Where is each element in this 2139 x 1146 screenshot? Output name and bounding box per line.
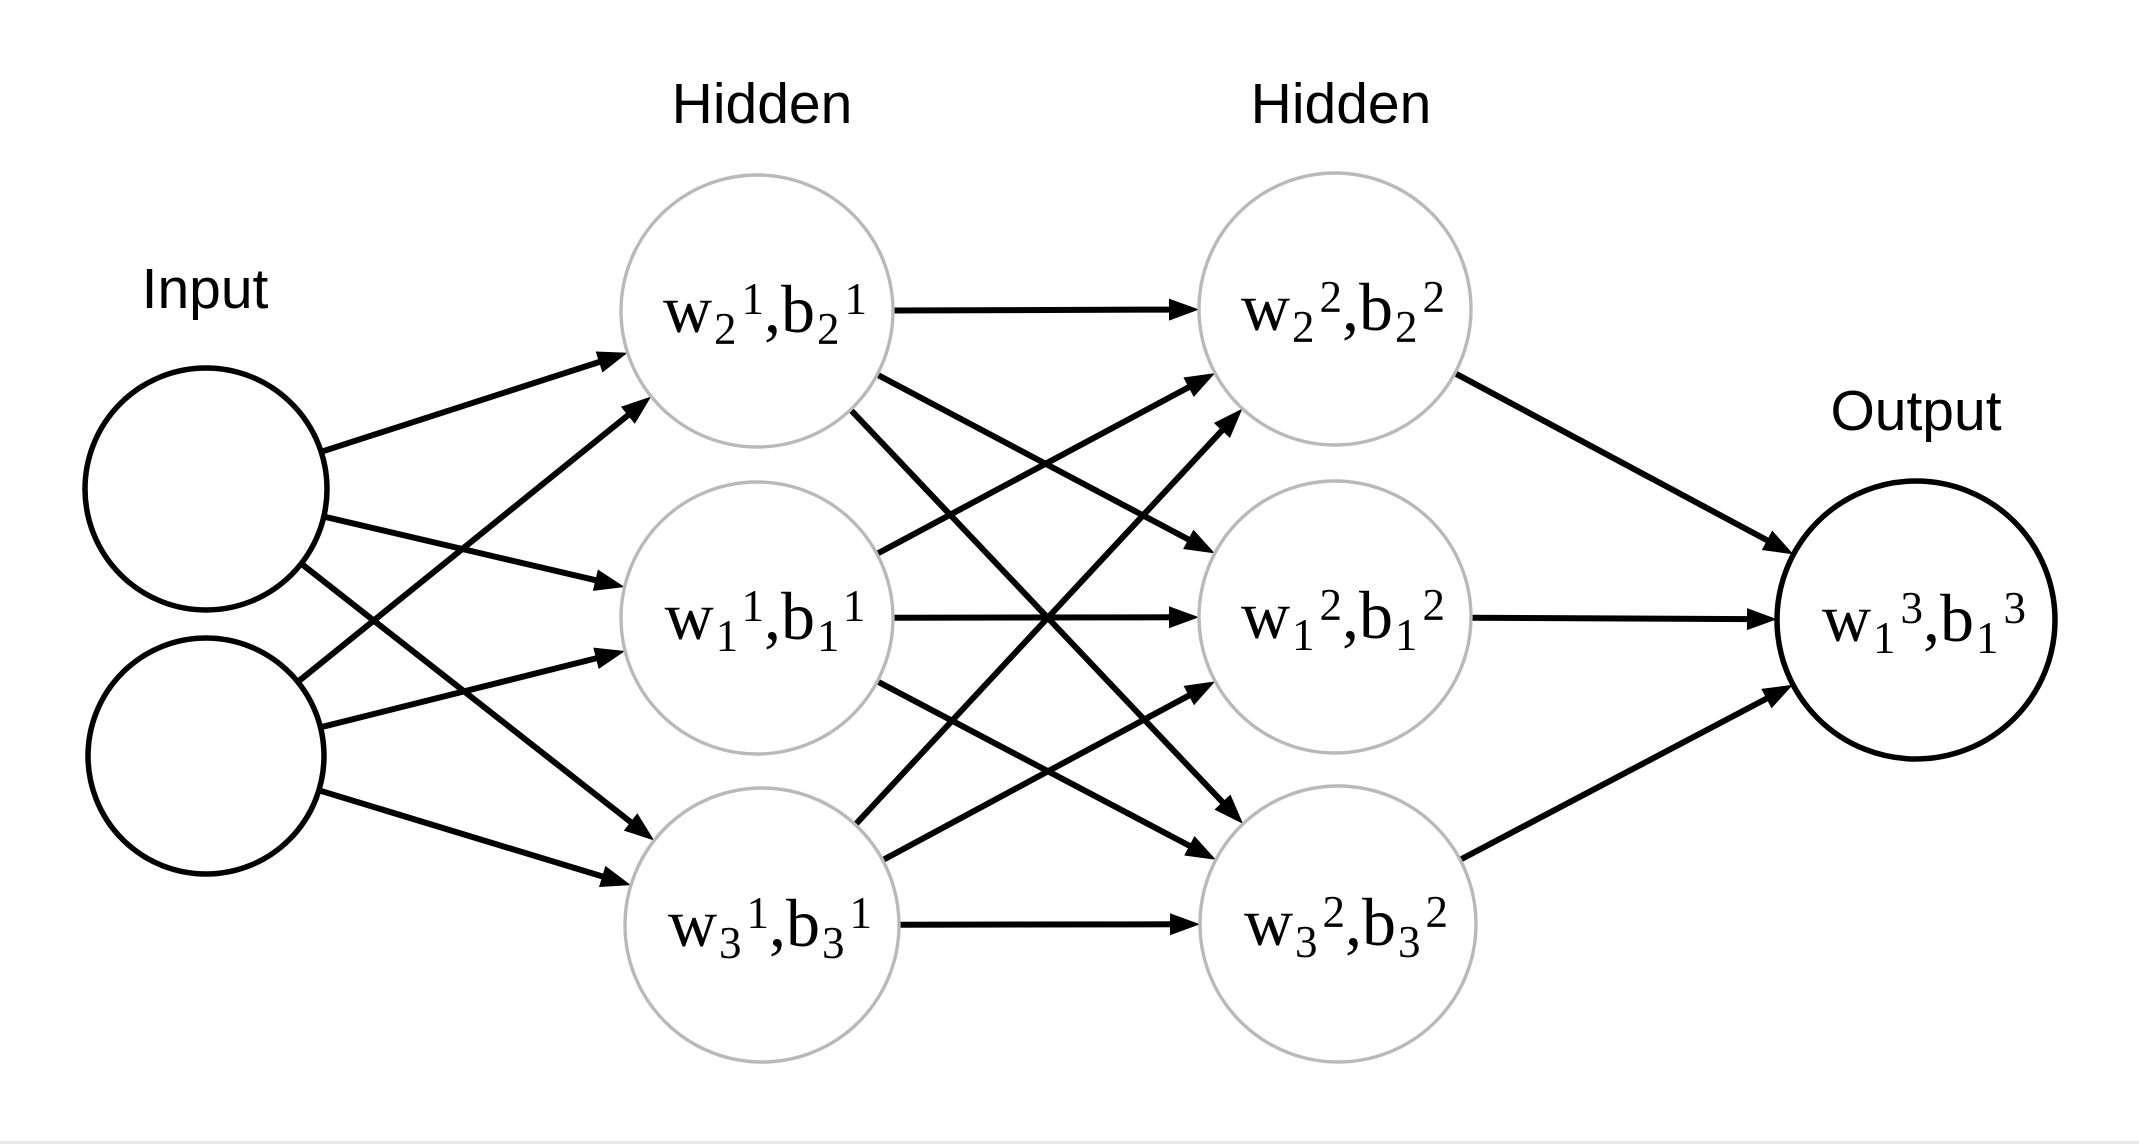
node-hidden1-3: w31,b31 [623, 786, 901, 1064]
layer-heading-hidden-2: Hidden [1251, 72, 1432, 136]
edge-input-1-to-hidden1-1 [320, 351, 628, 455]
node-hidden2-1: w22,b22 [1197, 171, 1473, 447]
arrowhead-icon [1169, 913, 1201, 936]
edge-hidden1-3-to-hidden2-1 [853, 408, 1243, 827]
edge-hidden2-1-to-output-1 [1453, 370, 1794, 555]
edge-line [875, 371, 1193, 544]
edge-line [320, 358, 603, 455]
node-hidden1-2: w11,b11 [619, 480, 895, 756]
arrowhead-icon [1183, 529, 1215, 554]
edge-line [881, 691, 1193, 863]
edge-line [853, 426, 1227, 827]
edge-line [875, 383, 1193, 557]
layer-heading-hidden-1: Hidden [672, 72, 853, 136]
node-circle-hidden1-2 [619, 480, 895, 756]
node-circle-hidden2-1 [1197, 171, 1473, 447]
arrowhead-icon [1214, 794, 1244, 824]
layer-heading-input: Input [142, 257, 269, 321]
edge-input-2-to-hidden1-2 [319, 647, 626, 731]
edge-line [1453, 370, 1772, 545]
edge-hidden2-3-to-output-1 [1458, 684, 1793, 863]
edge-input-1-to-hidden1-3 [299, 561, 655, 841]
arrowhead-icon [1761, 684, 1793, 709]
layer-heading-output: Output [1830, 379, 2001, 443]
node-label-output-1: w13,b13 [1822, 580, 2026, 663]
edge-hidden1-3-to-hidden2-2 [881, 681, 1216, 863]
nodes-layer: w21,b21 w11,b11 w31,b31 w22,b22 w12,b12 w32,b… [82, 171, 2058, 1064]
edge-hidden1-3-to-hidden2-3 [898, 913, 1201, 936]
bottom-border-line [0, 1141, 2139, 1144]
node-hidden1-1: w21,b21 [619, 173, 895, 449]
edge-hidden2-2-to-output-1 [1470, 608, 1778, 631]
arrowhead-icon [1761, 530, 1794, 555]
node-label-hidden1-2: w11,b11 [665, 578, 866, 661]
node-circle-hidden1-1 [619, 173, 895, 449]
node-label-hidden2-3: w32,b32 [1244, 884, 1448, 967]
edge-line [295, 411, 633, 685]
arrowhead-icon [599, 865, 631, 887]
node-circle-input-2 [85, 635, 327, 877]
edge-hidden1-1-to-hidden2-1 [892, 298, 1200, 321]
edge-line [1470, 614, 1751, 623]
node-input-1 [82, 365, 330, 613]
node-input-2 [85, 635, 327, 877]
arrowhead-icon [595, 351, 628, 373]
arrowhead-icon [623, 813, 655, 841]
node-label-hidden2-2: w12,b12 [1241, 577, 1445, 660]
edge-line [892, 306, 1173, 314]
node-hidden2-2: w12,b12 [1197, 479, 1473, 755]
node-circle-hidden1-3 [623, 786, 901, 1064]
node-circle-hidden2-3 [1198, 784, 1478, 1064]
arrowhead-icon [592, 569, 625, 591]
edge-line [318, 787, 606, 881]
arrowhead-icon [1183, 373, 1216, 397]
arrowhead-icon [1746, 608, 1778, 631]
edge-hidden1-2-to-hidden2-3 [875, 678, 1216, 860]
edge-hidden1-2-to-hidden2-2 [892, 606, 1200, 629]
arrowhead-icon [1168, 606, 1200, 629]
edge-hidden1-2-to-hidden2-1 [875, 373, 1216, 557]
node-circle-output-1 [1774, 478, 2058, 762]
arrowhead-icon [1184, 835, 1216, 860]
node-circle-hidden2-2 [1197, 479, 1473, 755]
edge-line [875, 678, 1194, 850]
arrowhead-icon [1168, 298, 1200, 321]
edge-hidden1-1-to-hidden2-2 [875, 371, 1215, 554]
node-label-hidden2-1: w22,b22 [1241, 269, 1445, 352]
edges-layer [295, 298, 1794, 936]
edge-input-2-to-hidden1-1 [295, 396, 652, 685]
node-output-1: w13,b13 [1774, 478, 2058, 762]
arrowhead-icon [593, 647, 626, 670]
edge-line [299, 561, 635, 827]
arrowhead-icon [1213, 408, 1243, 439]
edge-input-2-to-hidden1-3 [318, 787, 631, 887]
edge-input-1-to-hidden1-2 [323, 513, 625, 591]
arrowhead-icon [1183, 681, 1216, 706]
node-circle-input-1 [82, 365, 330, 613]
edge-hidden1-1-to-hidden2-3 [848, 407, 1244, 824]
edge-line [1458, 694, 1771, 863]
node-label-hidden1-1: w21,b21 [663, 271, 867, 354]
node-label-hidden1-3: w31,b31 [668, 885, 872, 968]
edge-line [848, 407, 1227, 807]
node-hidden2-3: w32,b32 [1198, 784, 1478, 1064]
edge-line [319, 654, 600, 731]
arrowhead-icon [620, 396, 652, 424]
